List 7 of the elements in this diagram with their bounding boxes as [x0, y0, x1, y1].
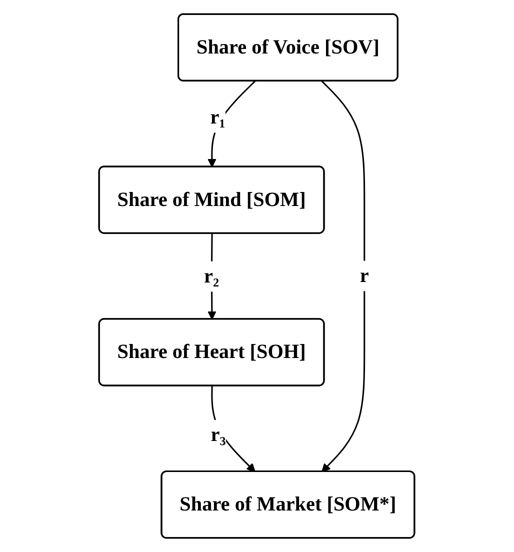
edge-label: r₂	[204, 265, 220, 288]
edge-label: r₁	[210, 106, 226, 129]
edge-label: r	[360, 264, 370, 288]
arrow	[322, 80, 366, 472]
edge-label: r₃	[211, 424, 226, 446]
arrow	[208, 80, 256, 168]
arrow	[211, 386, 256, 472]
